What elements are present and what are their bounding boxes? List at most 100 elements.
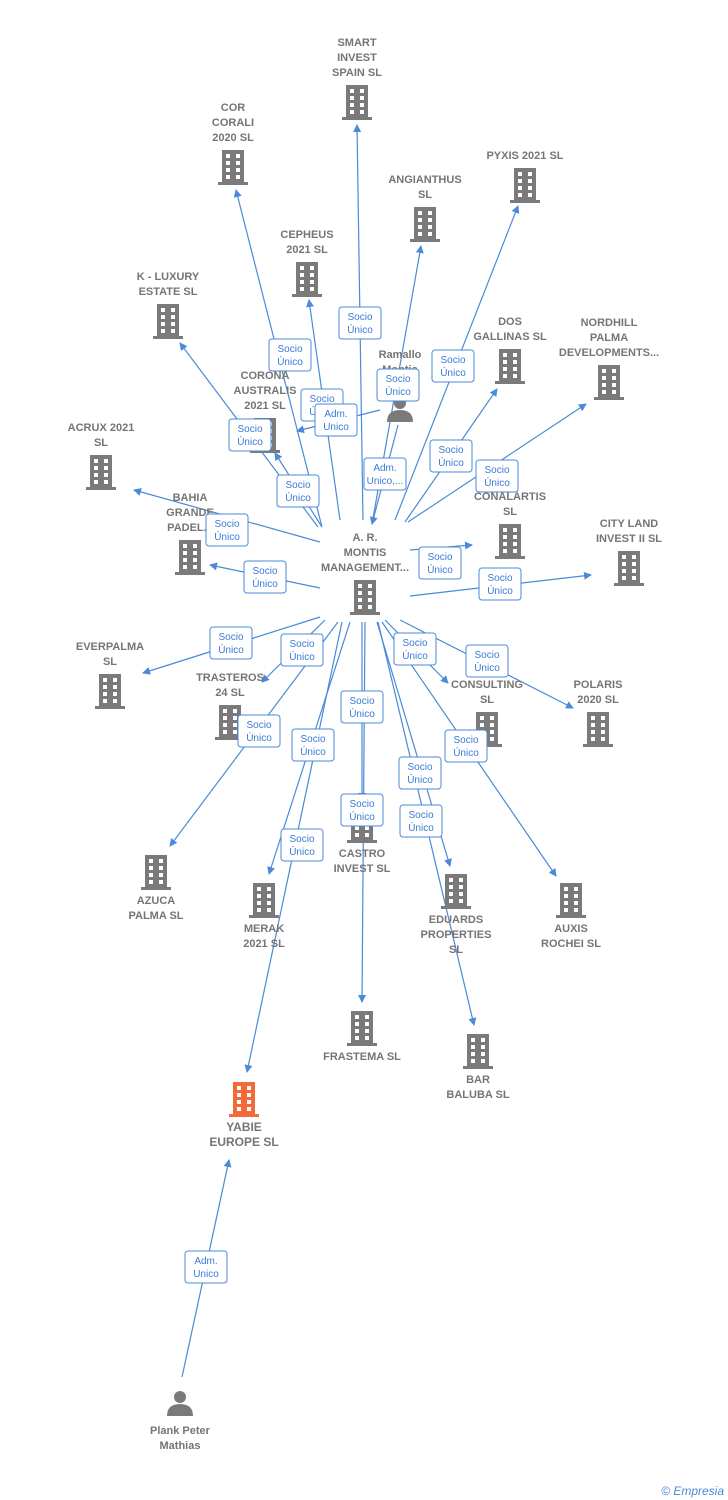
edge-label: Adm.Unico — [184, 1250, 228, 1284]
edge-label-text: Adm.Unico — [323, 409, 349, 433]
edge-label: Adm.Unico,... — [363, 457, 407, 491]
building-icon — [495, 349, 525, 384]
edge-label-box — [393, 632, 437, 666]
edge-label: Adm.Unico — [314, 403, 358, 437]
edge-label-box — [228, 418, 272, 452]
edge-label-box — [291, 728, 335, 762]
edge-label-box — [237, 714, 281, 748]
person-icon — [167, 1391, 193, 1416]
building-icon — [347, 1011, 377, 1046]
edge-label-box — [340, 793, 384, 827]
brand-name: Empresia — [673, 1484, 724, 1498]
node-frastema[interactable]: FRASTEMA SL — [323, 1011, 401, 1063]
edge-label-box — [314, 403, 358, 437]
edge-label-text: Adm.Unico — [193, 1256, 219, 1280]
edge-label-box — [363, 457, 407, 491]
building-icon — [614, 551, 644, 586]
building-icon — [594, 365, 624, 400]
edge-label-box — [399, 804, 443, 838]
building-icon — [410, 207, 440, 242]
node-label: FRASTEMA SL — [323, 1051, 401, 1063]
edge-label-box — [340, 690, 384, 724]
node-pyxis[interactable]: PYXIS 2021 SL — [486, 150, 564, 203]
edge-label-box — [280, 633, 324, 667]
edge-label-box — [444, 729, 488, 763]
edge-label-box — [475, 459, 519, 493]
edge-label-box — [205, 513, 249, 547]
building-icon — [229, 1082, 259, 1117]
edge-label-box — [431, 349, 475, 383]
building-icon — [583, 712, 613, 747]
building-icon — [86, 455, 116, 490]
edge-label-box — [209, 626, 253, 660]
building-icon — [510, 168, 540, 203]
edge-label-text: Adm.Unico,... — [367, 463, 404, 487]
edge-label-box — [376, 368, 420, 402]
edge-label-box — [280, 828, 324, 862]
building-icon — [153, 304, 183, 339]
